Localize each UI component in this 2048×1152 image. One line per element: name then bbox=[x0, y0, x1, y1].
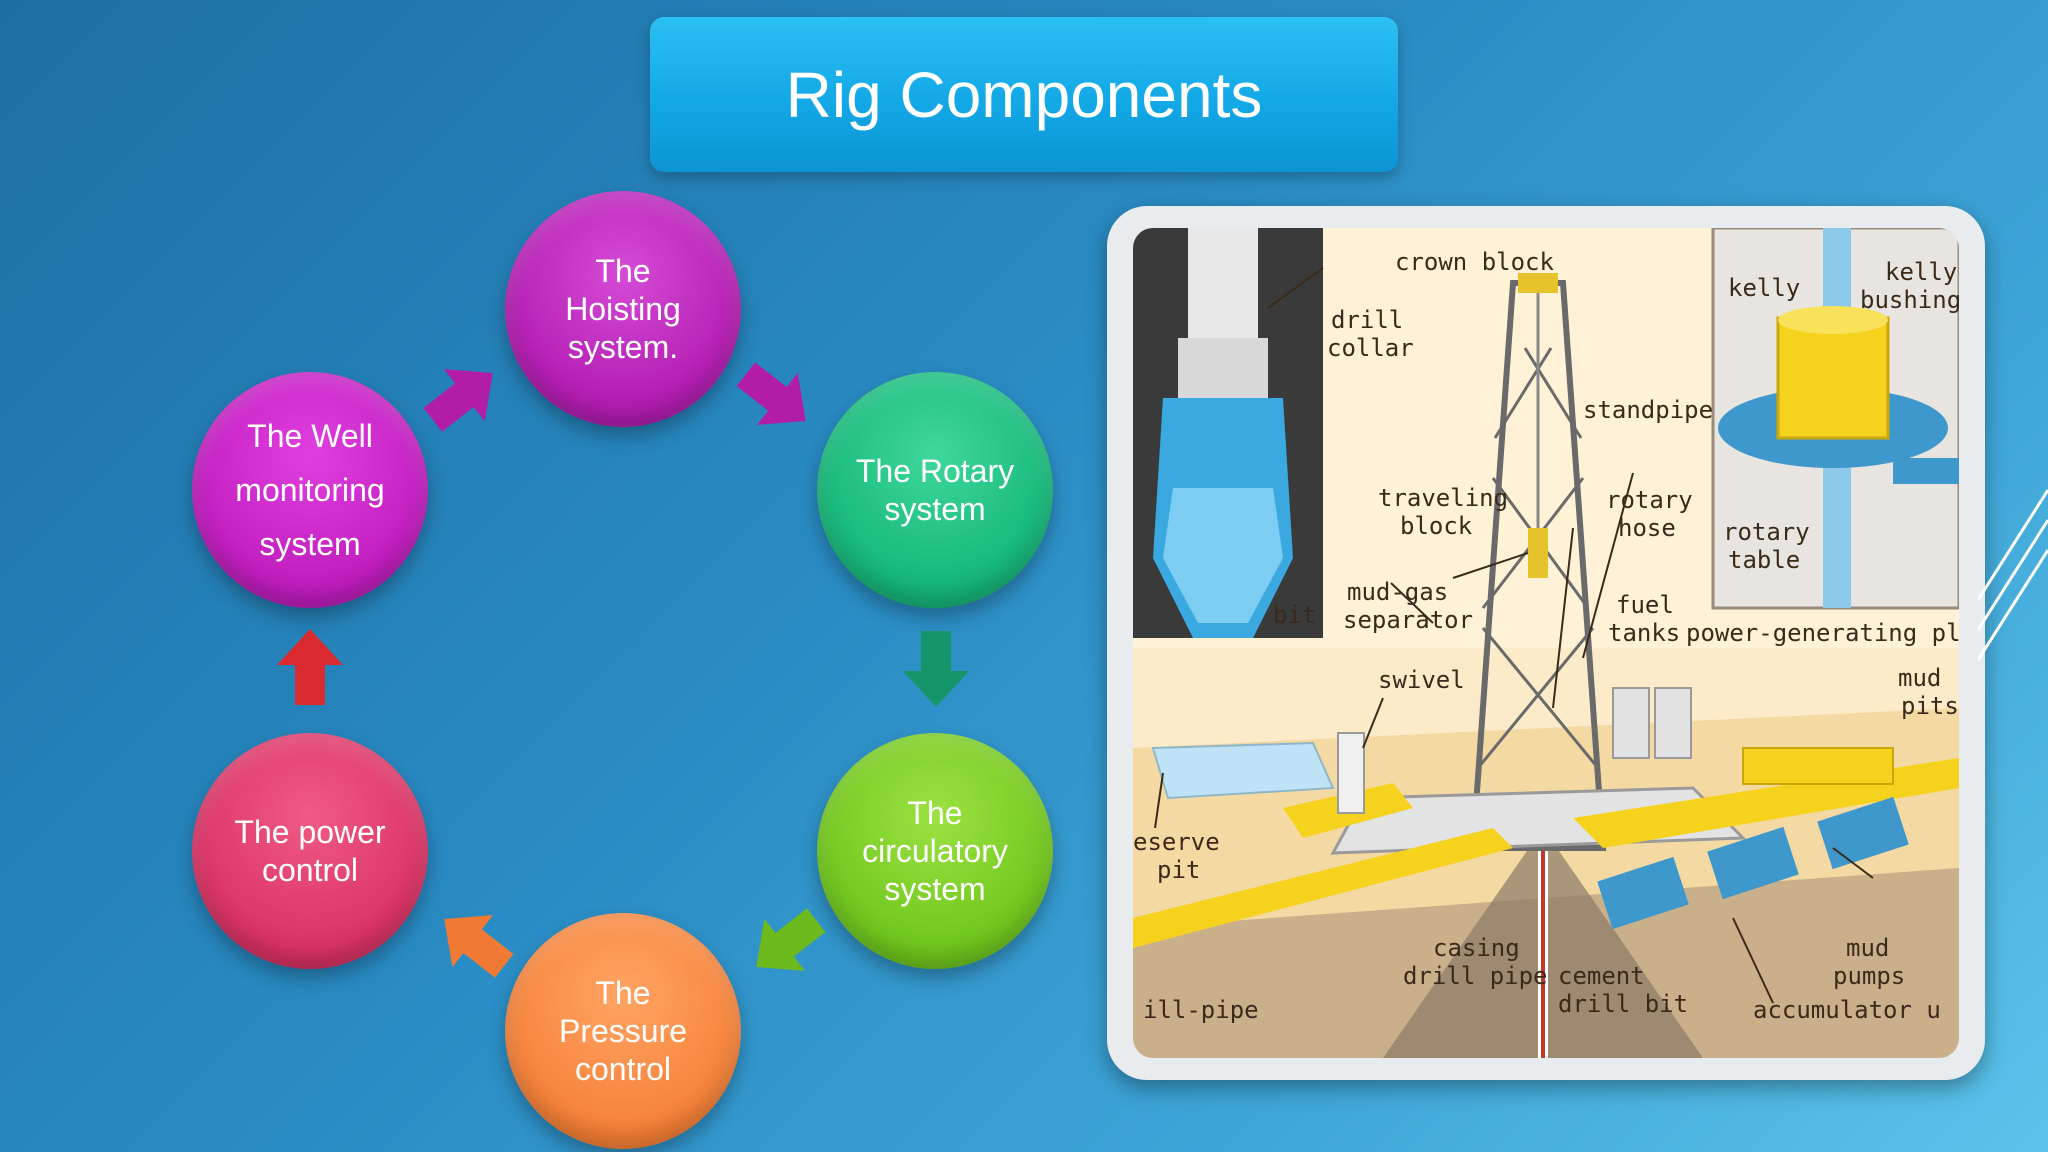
label-mud-pumps-1: mud bbox=[1846, 934, 1889, 962]
cycle-node-label: The Pressure control bbox=[558, 975, 688, 1087]
label-kelly: kelly bbox=[1728, 274, 1800, 302]
label-bit: bit bbox=[1273, 601, 1316, 629]
label-ill-pipe: ill-pipe bbox=[1143, 996, 1259, 1024]
cycle-node-circulatory: The circulatory system bbox=[817, 733, 1053, 969]
label-hose: hose bbox=[1618, 514, 1676, 542]
label-reserve: eserve bbox=[1133, 828, 1220, 856]
label-pit: pit bbox=[1157, 856, 1200, 884]
label-mud-pits-2: pits bbox=[1901, 692, 1959, 720]
cycle-node-label: The power control bbox=[234, 814, 386, 888]
label-drill-bit: drill bit bbox=[1558, 990, 1688, 1018]
label-drill: drill bbox=[1331, 306, 1403, 334]
slide-title-box: Rig Components bbox=[650, 17, 1398, 172]
arrow-circulatory-to-pressure-icon bbox=[756, 908, 826, 971]
cycle-node-label: The Rotary system bbox=[855, 453, 1015, 527]
arrow-pressure-to-power-icon bbox=[444, 915, 514, 978]
label-fuel: fuel bbox=[1616, 591, 1674, 619]
arrow-hoisting-to-rotary-icon bbox=[736, 362, 806, 425]
label-collar: collar bbox=[1327, 334, 1414, 362]
arrow-power-to-well-icon bbox=[277, 629, 343, 705]
arrow-rotary-to-circulatory-icon bbox=[903, 631, 969, 707]
label-separator: separator bbox=[1343, 606, 1473, 634]
cycle-node-label: The circulatory system bbox=[862, 795, 1008, 907]
label-mud-gas: mud-gas bbox=[1347, 578, 1448, 606]
label-standpipe: standpipe bbox=[1583, 396, 1713, 424]
slide-title: Rig Components bbox=[785, 58, 1263, 131]
rig-image-frame: crown block drill collar kelly kelly bus… bbox=[1107, 206, 1985, 1080]
label-swivel: swivel bbox=[1378, 666, 1465, 694]
label-casing: casing bbox=[1433, 934, 1520, 962]
label-power-generating: power-generating plan bbox=[1686, 619, 1959, 647]
label-rotary-table-2: table bbox=[1728, 546, 1800, 574]
cycle-node-label: The Hoisting system. bbox=[565, 253, 681, 365]
label-crown-block: crown block bbox=[1395, 248, 1554, 276]
label-rotary: rotary bbox=[1606, 486, 1693, 514]
cycle-node-well-monitoring: The Well monitoring system bbox=[192, 372, 428, 608]
rig-diagram-graphic: crown block drill collar kelly kelly bus… bbox=[1133, 228, 1959, 1058]
label-traveling: traveling bbox=[1378, 484, 1508, 512]
label-kelly-bushing-1: kelly bbox=[1885, 258, 1957, 286]
cycle-node-hoisting: The Hoisting system. bbox=[505, 191, 741, 427]
label-drill-pipe: drill pipe bbox=[1403, 962, 1548, 990]
label-mud-pumps-2: pumps bbox=[1833, 962, 1905, 990]
decorative-diagonal-lines bbox=[1978, 489, 2048, 661]
rig-illustration: crown block drill collar kelly kelly bus… bbox=[1133, 228, 1959, 1058]
arrow-well-to-hoisting-icon bbox=[423, 369, 493, 432]
cycle-node-label: The Well monitoring system bbox=[235, 418, 385, 562]
cycle-node-pressure: The Pressure control bbox=[505, 913, 741, 1149]
label-cement: cement bbox=[1558, 962, 1645, 990]
label-mud-pits-1: mud bbox=[1898, 664, 1941, 692]
label-accumulator: accumulator u bbox=[1753, 996, 1941, 1024]
label-rotary-table-1: rotary bbox=[1723, 518, 1810, 546]
label-kelly-bushing-2: bushing bbox=[1860, 286, 1959, 314]
cycle-node-power: The power control bbox=[192, 733, 428, 969]
label-block: block bbox=[1400, 512, 1473, 540]
cycle-node-rotary: The Rotary system bbox=[817, 372, 1053, 608]
label-tanks: tanks bbox=[1608, 619, 1680, 647]
